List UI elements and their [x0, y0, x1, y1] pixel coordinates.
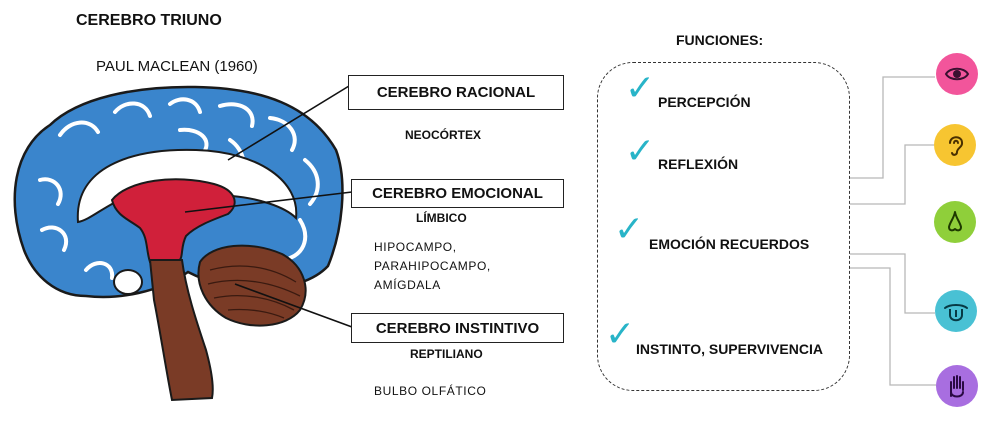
- hand-icon: [936, 365, 978, 407]
- pituitary-region: [113, 269, 143, 295]
- checkmark-icon: ✓: [625, 130, 656, 171]
- functions-box: [597, 62, 850, 391]
- function-perception: PERCEPCIÓN: [658, 94, 751, 110]
- eye-icon: [936, 53, 978, 95]
- structure-amygdala: AMÍGDALA: [374, 278, 441, 292]
- instinctive-brain-box: CEREBRO INSTINTIVO: [351, 313, 564, 343]
- cerebellum-region: [197, 244, 307, 327]
- functions-title: FUNCIONES:: [676, 32, 764, 48]
- reptilian-label: REPTILIANO: [410, 347, 483, 361]
- checkmark-icon: ✓: [614, 208, 645, 249]
- ear-icon: [934, 124, 976, 166]
- emotional-brain-box: CEREBRO EMOCIONAL: [351, 179, 564, 208]
- structure-hippocampus: HIPOCAMPO,: [374, 240, 457, 254]
- limbic-structures: HIPOCAMPO, PARAHIPOCAMPO, AMÍGDALA: [374, 238, 491, 295]
- nose-icon: [934, 201, 976, 243]
- limbic-region: [110, 178, 236, 263]
- diagram-title: CEREBRO TRIUNO: [76, 12, 222, 29]
- function-instinct-survival: INSTINTO, SUPERVIVENCIA: [636, 341, 823, 357]
- rational-brain-label: CEREBRO RACIONAL: [376, 84, 536, 101]
- tongue-icon: [935, 290, 977, 332]
- emotional-brain-label: CEREBRO EMOCIONAL: [372, 185, 543, 202]
- checkmark-icon: ✓: [605, 313, 636, 354]
- brainstem-region: [148, 259, 214, 402]
- checkmark-icon: ✓: [625, 67, 656, 108]
- structure-parahippocampus: PARAHIPOCAMPO,: [374, 259, 491, 273]
- function-emotion-memories: EMOCIÓN RECUERDOS: [649, 236, 810, 252]
- diagram-author: PAUL MACLEAN (1960): [96, 58, 258, 75]
- instinctive-brain-label: CEREBRO INSTINTIVO: [375, 319, 540, 337]
- function-reflection: REFLEXIÓN: [658, 156, 739, 172]
- olfactory-bulb-label: BULBO OLFÁTICO: [374, 384, 487, 398]
- rational-brain-box: CEREBRO RACIONAL: [348, 75, 564, 110]
- neocortex-label: NEOCÓRTEX: [405, 128, 482, 142]
- limbic-label: LÍMBICO: [416, 211, 467, 225]
